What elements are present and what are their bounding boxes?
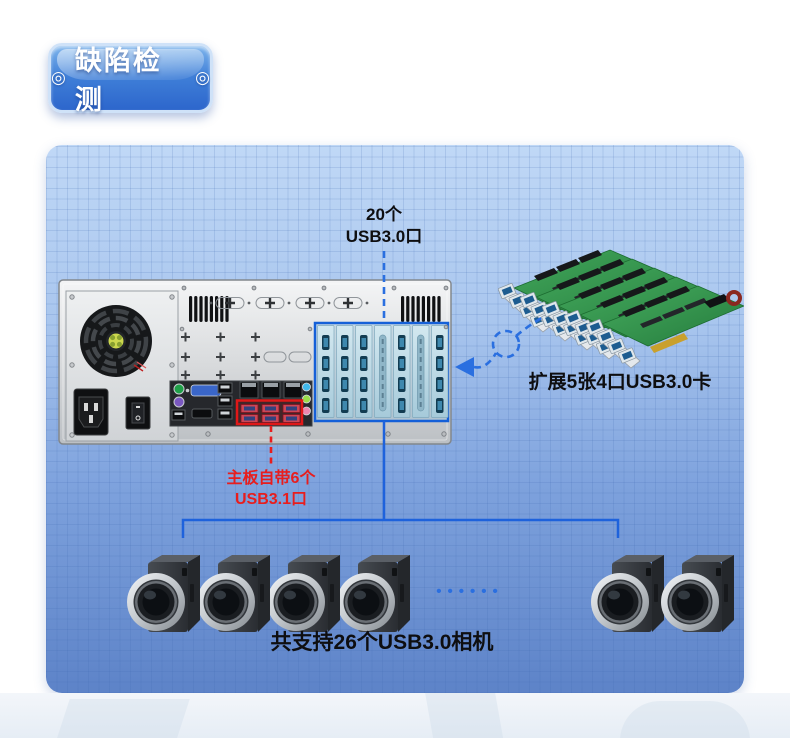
onboard-usb-highlight-box bbox=[235, 399, 304, 426]
pcie-edge-connector bbox=[650, 333, 688, 353]
diagram-panel: 20个 USB3.0口 bbox=[46, 145, 744, 693]
io-panel bbox=[169, 380, 313, 427]
usb-camera bbox=[661, 555, 734, 632]
plus-screws-top bbox=[225, 298, 353, 308]
background-artwork bbox=[0, 693, 790, 738]
label-line: USB3.1口 bbox=[234, 490, 308, 508]
psu-section bbox=[65, 290, 179, 442]
screws bbox=[69, 294, 175, 438]
slot-brackets bbox=[317, 325, 449, 418]
knockout-screws bbox=[215, 297, 363, 309]
ps2-port bbox=[173, 383, 185, 395]
usb-card-front bbox=[585, 285, 744, 369]
usb-port bbox=[171, 409, 186, 421]
label-onboard-usb: 主板自带6个 USB3.1口 bbox=[191, 469, 351, 511]
ps2-port bbox=[173, 396, 185, 408]
section-header-badge: ◎ 缺陷检测 ◎ bbox=[48, 43, 213, 115]
blank-slot-covers bbox=[263, 351, 312, 363]
usb-port-red bbox=[240, 404, 301, 423]
hdmi-port bbox=[191, 408, 213, 419]
label-line: 主板自带6个 bbox=[226, 470, 316, 487]
toroid-coil bbox=[726, 290, 742, 306]
label-line: 20个 bbox=[366, 205, 402, 224]
ac-power-socket bbox=[73, 388, 109, 436]
plus-screws-mid bbox=[181, 332, 260, 380]
usb-port-column bbox=[217, 382, 233, 420]
target-circle-icon: ◎ bbox=[195, 68, 210, 87]
label-expansion-usb-count: 20个 USB3.0口 bbox=[314, 204, 454, 248]
label-total-cameras: 共支持26个USB3.0相机 bbox=[270, 631, 494, 654]
heatsink bbox=[704, 294, 730, 308]
arrowhead-icon bbox=[455, 357, 474, 377]
ellipsis-dots: •••••• bbox=[436, 583, 504, 600]
audio-jacks bbox=[302, 382, 311, 416]
psu-fan-icon bbox=[80, 305, 152, 377]
vent-slot-covers bbox=[379, 334, 425, 412]
vent-grille-right bbox=[401, 296, 441, 322]
usb30-ports bbox=[322, 335, 444, 413]
rivet-dots bbox=[209, 301, 369, 305]
usb-expansion-cards-figure bbox=[497, 249, 744, 369]
section-title: 缺陷检测 bbox=[74, 46, 162, 115]
label-line: USB3.0口 bbox=[345, 227, 423, 247]
lan-ports bbox=[239, 381, 303, 399]
target-circle-icon: ◎ bbox=[51, 68, 66, 87]
label-expansion-cards: 扩展5张4口USB3.0卡 bbox=[528, 372, 712, 393]
chassis-figure bbox=[58, 279, 452, 445]
power-switch bbox=[125, 396, 151, 430]
dashed-arrow-curve bbox=[473, 352, 498, 369]
expansion-slots-box bbox=[313, 321, 450, 423]
